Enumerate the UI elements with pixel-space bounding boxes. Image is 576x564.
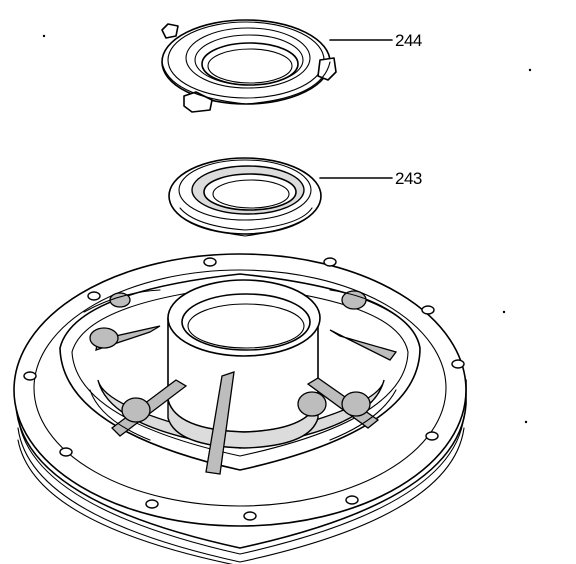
speck <box>524 420 528 424</box>
part-243-seal <box>168 157 322 237</box>
hub-housing <box>13 253 467 564</box>
callout-label-244: 244 <box>395 31 422 50</box>
part-244-retainer-ring <box>161 19 337 113</box>
speck <box>528 68 532 72</box>
ring-tab-right <box>317 57 337 81</box>
ring-tab-left <box>161 23 179 39</box>
housing-lugs <box>89 290 371 423</box>
callout-label-243: 243 <box>395 169 422 188</box>
speck <box>502 310 506 314</box>
callout-244: 244 <box>329 31 422 50</box>
speck <box>42 34 46 38</box>
callout-243: 243 <box>319 169 422 188</box>
mounting-holes <box>23 257 465 521</box>
